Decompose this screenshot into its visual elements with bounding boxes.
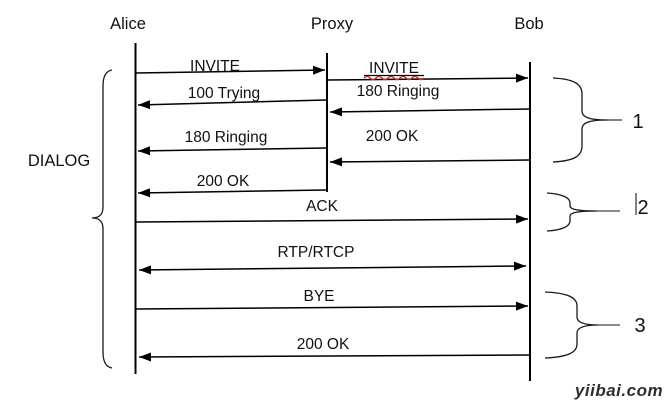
arrow-ack-alice-bob — [135, 214, 529, 224]
msg-180-ringing-right: 180 Ringing — [357, 83, 440, 100]
arrow-rtp-rtcp-bidirectional — [138, 261, 527, 275]
actor-label-bob: Bob — [514, 15, 543, 33]
msg-bye: BYE — [303, 288, 334, 305]
arrow-100trying-proxy-alice — [137, 99, 327, 110]
arrow-200ok-bob-alice — [138, 352, 530, 362]
arrow-200ok-proxy-alice — [137, 188, 327, 198]
arrow-180ringing-proxy-alice — [137, 146, 327, 156]
msg-100-trying: 100 Trying — [188, 85, 260, 102]
invite-spellcheck-squiggle — [363, 75, 425, 81]
arrow-invite-proxy-bob — [327, 73, 529, 83]
msg-invite-1: INVITE — [190, 58, 240, 75]
group-3-label: 3 — [634, 315, 645, 337]
msg-200-ok-right: 200 OK — [366, 128, 419, 145]
group-2-label: 2 — [637, 197, 648, 219]
msg-200-ok-left: 200 OK — [197, 173, 250, 190]
msg-invite-2: INVITE — [369, 60, 419, 77]
dialog-brace — [91, 69, 113, 369]
actor-label-alice: Alice — [110, 15, 146, 33]
msg-rtp-rtcp: RTP/RTCP — [278, 244, 355, 261]
group-3-brace — [544, 291, 599, 359]
arrow-180ringing-bob-proxy — [329, 107, 530, 117]
actor-label-proxy: Proxy — [311, 15, 354, 33]
msg-200-ok-bottom: 200 OK — [297, 336, 350, 353]
group-1-label: 1 — [632, 111, 643, 133]
group-2-brace — [546, 192, 598, 232]
arrow-bye-alice-bob — [135, 301, 529, 311]
arrow-invite-alice-proxy — [135, 65, 326, 75]
dialog-label: DIALOG — [28, 152, 90, 170]
arrow-200ok-bob-proxy — [329, 157, 530, 167]
msg-180-ringing-left: 180 Ringing — [185, 129, 268, 146]
msg-ack: ACK — [306, 198, 339, 215]
watermark: yiibai.com — [574, 381, 663, 400]
group-1-brace — [552, 77, 609, 163]
